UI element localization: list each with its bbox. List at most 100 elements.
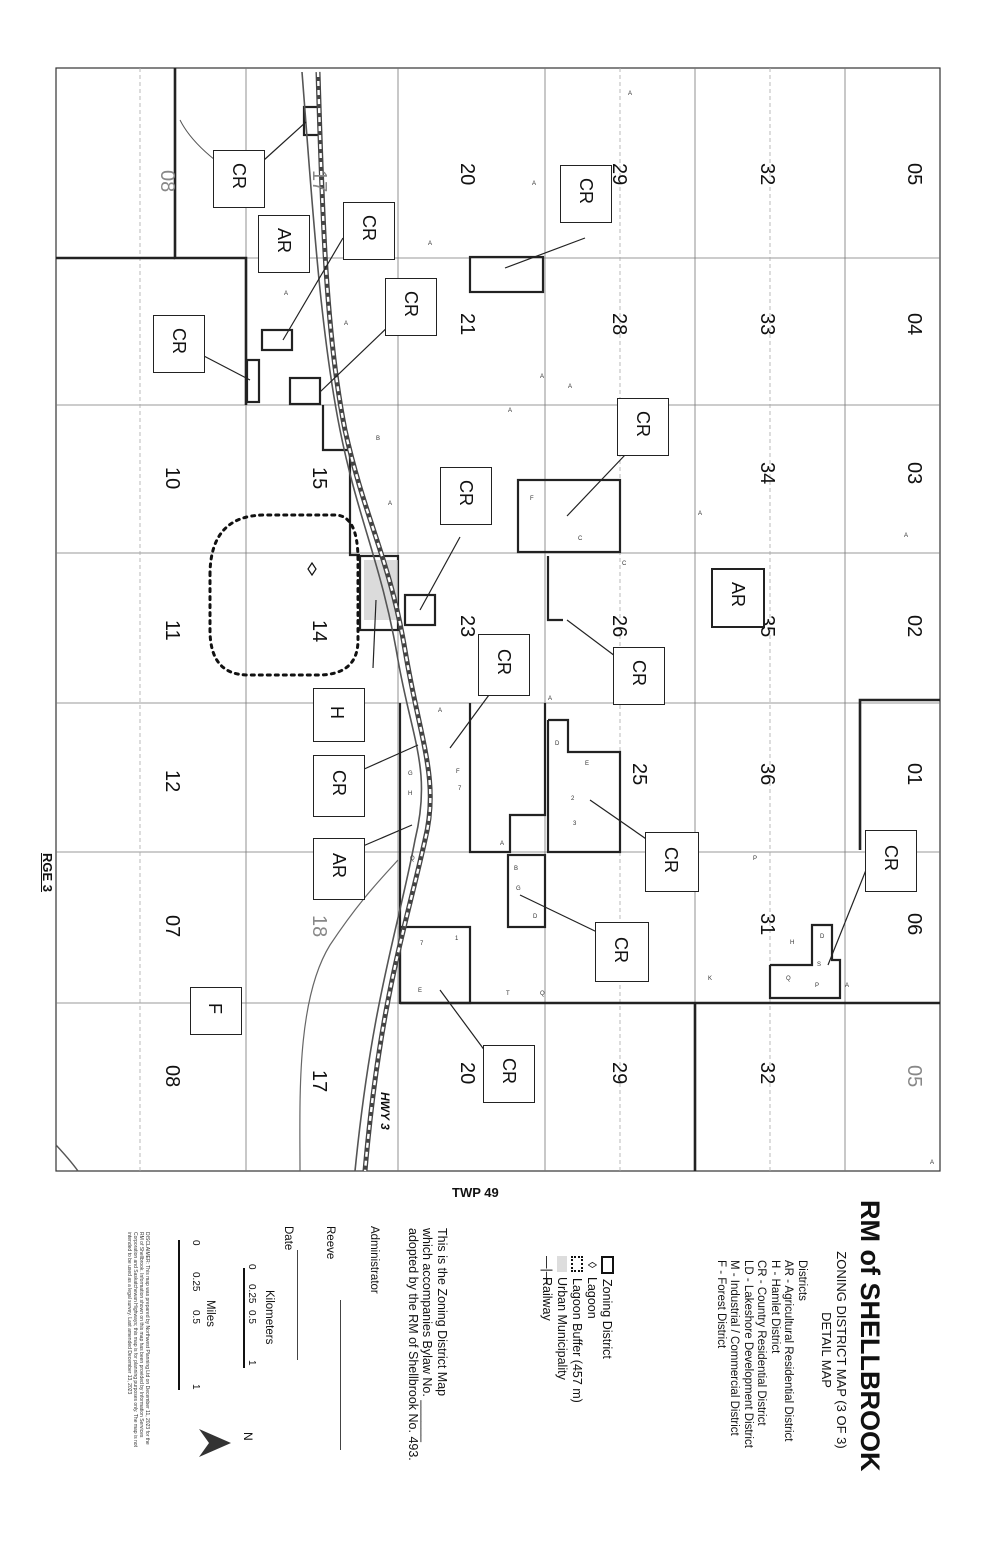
zone-code: AR	[274, 228, 294, 254]
svg-text:3: 3	[573, 821, 577, 827]
district-item: F - Forest District	[715, 1260, 727, 1349]
railway-inner	[316, 71, 432, 1172]
scale-mi-bar	[178, 1240, 180, 1390]
bylaw-line: This is the Zoning District Map	[435, 1228, 449, 1397]
lagoon-icon: ◊	[585, 1261, 599, 1269]
bylaw-line: which accompanies Bylaw No. ______	[420, 1228, 435, 1443]
svg-text:E: E	[585, 761, 589, 767]
svg-text:A: A	[388, 501, 392, 507]
zone-code: CR	[576, 178, 596, 204]
svg-text:A: A	[508, 408, 512, 414]
svg-text:Q: Q	[540, 991, 545, 997]
zoning-district-icon	[601, 1256, 614, 1274]
zone-label-box: CR	[478, 634, 530, 696]
section-number: 32	[756, 163, 778, 186]
scale-mi-label: Miles	[204, 1300, 216, 1327]
scale-mi-tick: 0.5	[190, 1310, 201, 1324]
svg-text:A: A	[930, 1160, 934, 1166]
district-boundaries	[56, 68, 940, 1171]
svg-text:A: A	[344, 321, 348, 327]
zone-label-box: CR	[645, 832, 699, 892]
zone-label-box: CR	[865, 830, 917, 892]
zone-label-box: F	[190, 987, 242, 1035]
svg-text:B: B	[514, 866, 518, 872]
bylaw-line: adopted by the RM of Shellbrook No. 493.	[406, 1228, 420, 1461]
highway-label: HWY 3	[378, 1092, 392, 1130]
legend-label: Zoning District	[600, 1279, 614, 1359]
road	[299, 859, 399, 1172]
legend: Zoning District ◊Lagoon Lagoon Buffer (4…	[539, 1256, 614, 1403]
zone-label-box: CR	[385, 278, 437, 336]
zone-label-box: CR	[483, 1045, 535, 1103]
svg-text:H: H	[790, 940, 794, 946]
section-number: 10	[161, 467, 183, 490]
map-frame	[55, 67, 941, 1172]
section-number: 15	[308, 467, 330, 490]
leader-lines	[201, 121, 871, 1056]
north-label: N	[241, 1432, 255, 1441]
township-label: TWP 49	[452, 1185, 499, 1200]
svg-text:A: A	[438, 708, 442, 714]
svg-text:F: F	[530, 496, 534, 502]
zone-code: CR	[499, 1058, 519, 1084]
zone-label-box: CR	[343, 202, 395, 260]
svg-text:F: F	[456, 769, 460, 775]
signature-date: Date	[282, 1226, 294, 1251]
section-number: 08	[161, 1065, 183, 1088]
section-number: 02	[903, 615, 925, 638]
north-arrow-icon	[199, 1429, 231, 1457]
zone-code: CR	[229, 163, 249, 189]
section-number: 06	[903, 913, 925, 936]
section-number: 03	[903, 462, 925, 485]
section-number: 33	[756, 313, 778, 336]
signature-reeve: Reeve	[324, 1226, 336, 1260]
highway-3	[301, 71, 423, 1172]
svg-text:G: G	[408, 771, 413, 777]
district-item: M - Industrial / Commercial District	[728, 1260, 741, 1436]
lagoon-buffer	[208, 513, 360, 677]
svg-text:A: A	[540, 374, 544, 380]
svg-text:E: E	[418, 988, 422, 994]
zone-label-box: CR	[313, 755, 365, 817]
legend-item: Zoning District	[599, 1256, 614, 1403]
scale-km-label: Kilometers	[263, 1290, 275, 1345]
section-number: 14	[308, 620, 330, 643]
svg-text:A: A	[904, 533, 908, 539]
section-number: 20	[456, 1062, 478, 1085]
legend-item: ◊Lagoon	[584, 1256, 599, 1403]
subtitle-line-2: DETAIL MAP	[819, 1312, 834, 1388]
svg-text:A: A	[698, 511, 702, 517]
zone-code: AR	[329, 853, 349, 879]
section-number: 17	[308, 1070, 330, 1093]
svg-text:Q: Q	[786, 976, 791, 982]
svg-text:Q: Q	[410, 856, 415, 862]
zone-code: F	[205, 1003, 225, 1014]
section-number: 04	[903, 313, 925, 336]
section-number: 29	[608, 1062, 630, 1085]
legend-item: Urban Municipality	[554, 1256, 569, 1403]
zone-code: CR	[359, 215, 379, 241]
zone-code: AR	[728, 582, 748, 608]
section-number: 32	[756, 1062, 778, 1085]
bylaw-text: This is the Zoning District Map which ac…	[406, 1228, 449, 1461]
svg-text:A: A	[428, 241, 432, 247]
creek-2	[179, 119, 216, 161]
section-number: 20	[456, 163, 478, 186]
district-item: LD - Lakeshore Development District	[742, 1260, 754, 1448]
disclaimer: DISCLAIMER: This map was prepared by Nor…	[126, 1232, 150, 1447]
scale-mi-tick: 0	[190, 1240, 201, 1246]
urban-municipality-icon	[557, 1256, 567, 1272]
section-number: 25	[628, 763, 650, 786]
map-title: RM of SHELLBROOK	[855, 1200, 885, 1472]
zone-code: H	[327, 706, 347, 719]
scale-km-bar	[243, 1268, 245, 1368]
svg-text:B: B	[376, 436, 380, 442]
signature-label: Administrator	[368, 1226, 380, 1294]
section-number: 34	[756, 462, 778, 485]
svg-text:D: D	[555, 741, 560, 747]
svg-text:H: H	[408, 791, 412, 797]
svg-text:A: A	[628, 91, 632, 97]
district-item: H - Hamlet District	[769, 1260, 781, 1354]
lagoon	[307, 561, 317, 577]
zone-code: CR	[169, 328, 189, 354]
